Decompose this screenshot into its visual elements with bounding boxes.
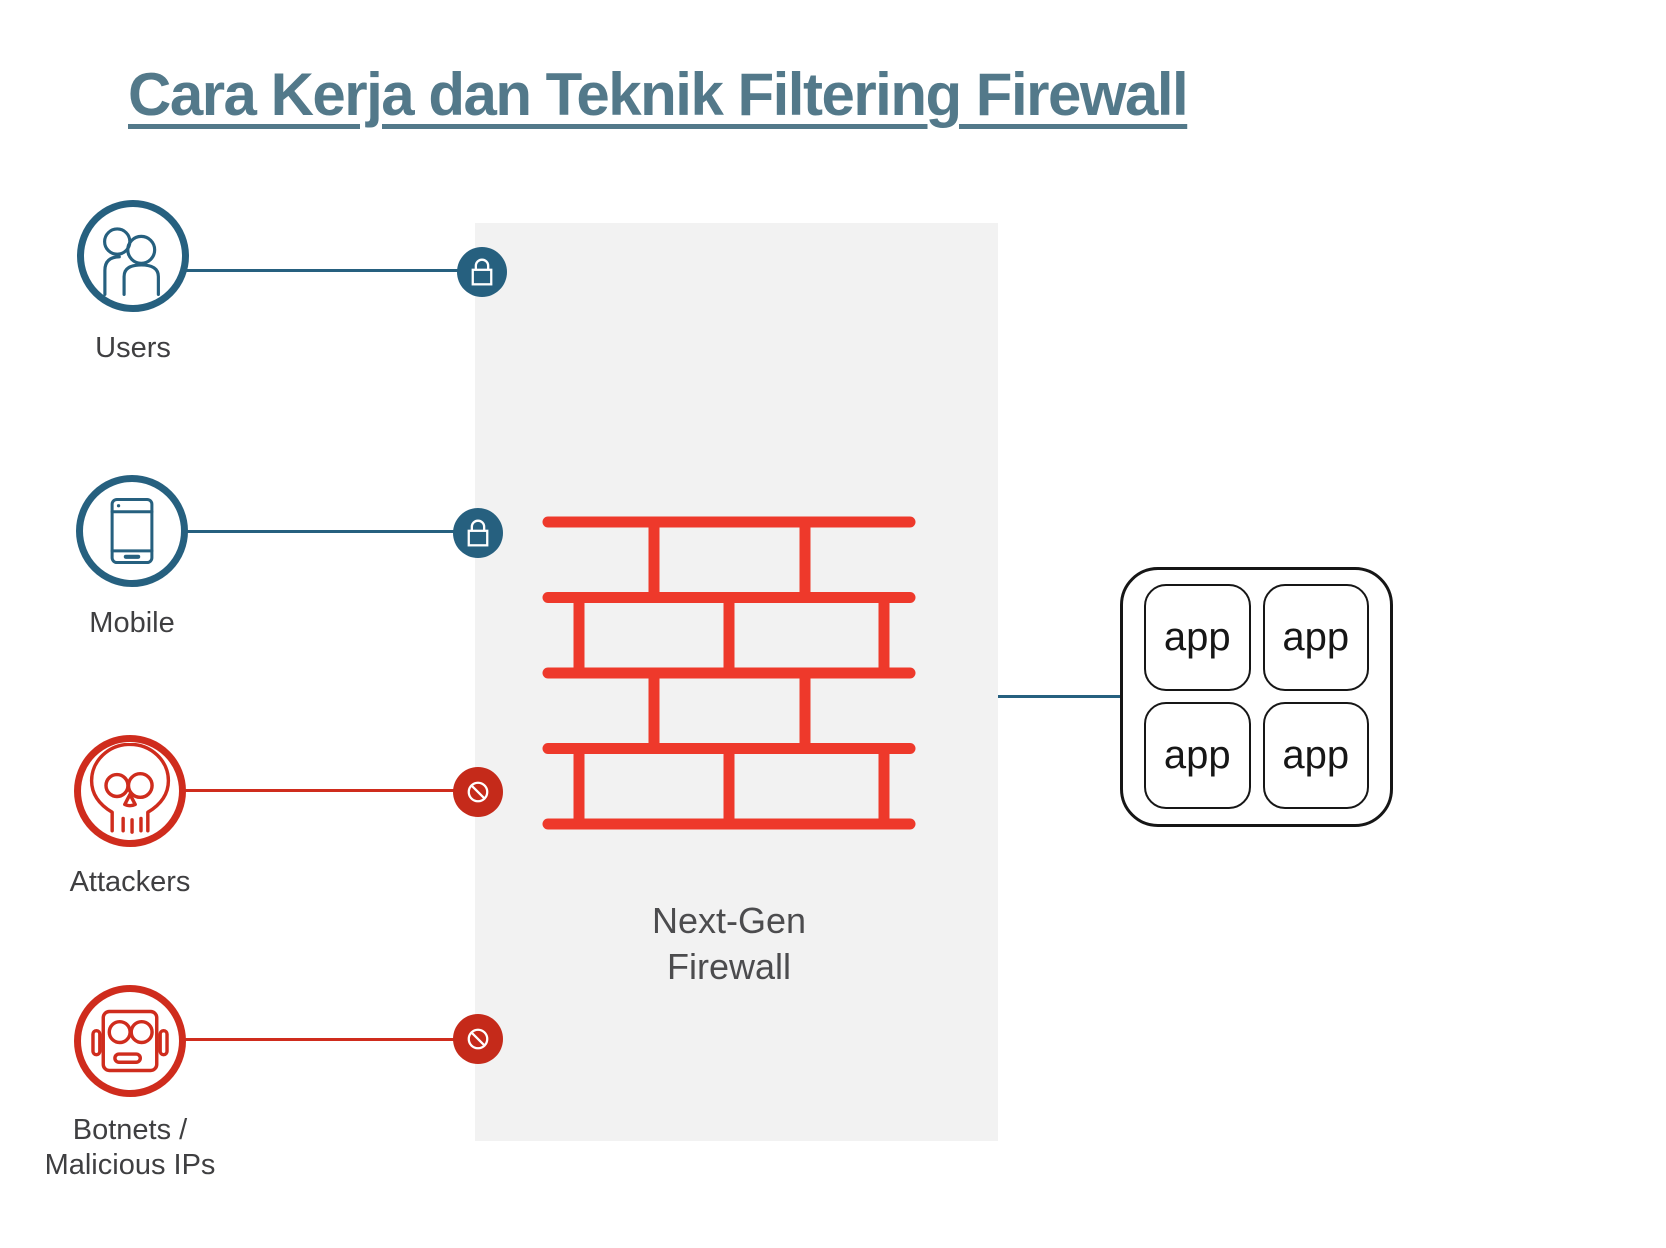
users-connector-line [186, 269, 458, 272]
lock-icon [471, 258, 493, 286]
attackers-node [74, 735, 186, 847]
mobile-label: Mobile [89, 607, 175, 639]
no-entry-icon [467, 1028, 489, 1050]
users-allow-badge [457, 247, 507, 297]
attackers-connector-line [184, 789, 454, 792]
users-node [77, 200, 189, 312]
apps-connector-line [998, 695, 1120, 698]
botnets-label: Botnets / Malicious IPs [10, 1113, 250, 1183]
brick-wall-icon [542, 516, 916, 830]
attackers-label: Attackers [69, 866, 191, 898]
skull-icon [89, 743, 171, 834]
no-entry-icon [467, 781, 489, 803]
mobile-connector-line [186, 530, 454, 533]
botnets-block-badge [453, 1014, 503, 1064]
firewall-label: Next-Gen Firewall [541, 898, 917, 990]
app-tile: app [1262, 702, 1369, 809]
robot-icon [91, 1009, 169, 1073]
protected-apps-box: app app app app [1120, 567, 1393, 827]
app-tile: app [1144, 702, 1251, 809]
firewall-panel [475, 223, 998, 1141]
botnets-label-line2: Malicious IPs [44, 1148, 216, 1181]
mobile-allow-badge [453, 508, 503, 558]
mobile-node [76, 475, 188, 587]
attackers-block-badge [453, 767, 503, 817]
mobile-phone-icon [110, 497, 154, 565]
page-title: Cara Kerja dan Teknik Filtering Firewall [128, 61, 1189, 128]
users-icon [103, 227, 160, 296]
botnets-connector-line [184, 1038, 454, 1041]
app-tile: app [1144, 584, 1251, 691]
users-label: Users [95, 332, 171, 364]
firewall-label-line1: Next-Gen [651, 900, 807, 941]
botnets-label-line1: Botnets / [72, 1114, 188, 1146]
botnets-node [74, 985, 186, 1097]
firewall-label-line2: Firewall [666, 946, 791, 988]
app-tile: app [1262, 584, 1369, 691]
lock-icon [467, 519, 489, 547]
